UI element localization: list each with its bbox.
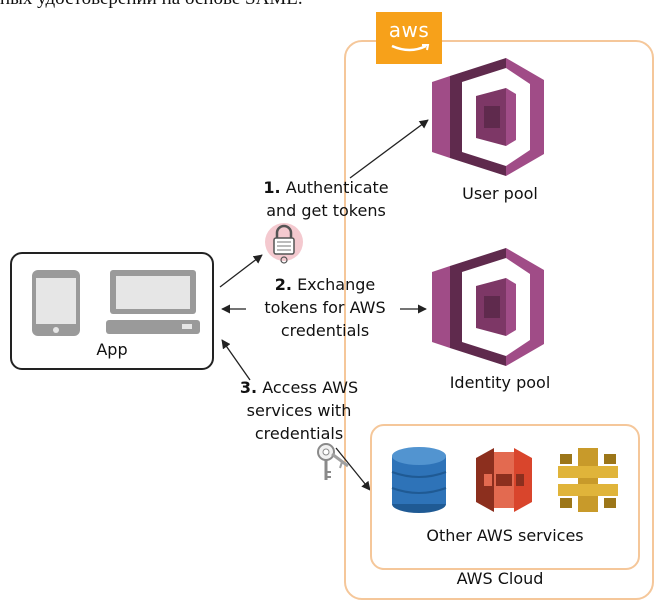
aws-smile-icon bbox=[391, 44, 430, 52]
step2-line1: Exchange bbox=[297, 275, 376, 294]
mobile-phone-icon bbox=[32, 270, 80, 336]
s3-icon bbox=[476, 448, 532, 512]
keys-icon bbox=[317, 443, 349, 480]
api-gateway-icon bbox=[558, 448, 618, 512]
page-caption-text: ных удостоверений на основе SAML. bbox=[0, 0, 303, 10]
step1-line2: and get tokens bbox=[266, 201, 386, 220]
step1-line1: Authenticate bbox=[285, 178, 389, 197]
step3-line3: credentials bbox=[254, 424, 344, 443]
other-services-label: Other AWS services bbox=[426, 526, 584, 545]
aws-logo: aws bbox=[376, 12, 442, 64]
step2-line2: tokens for AWS bbox=[264, 298, 386, 317]
arrow-step3-to-app bbox=[221, 339, 251, 381]
user-pool-label: User pool bbox=[462, 184, 538, 203]
page-caption: ных удостоверений на основе SAML. bbox=[0, 0, 655, 16]
step2-number: 2. bbox=[274, 275, 292, 294]
step3-number: 3. bbox=[239, 378, 258, 397]
arrow-step1-to-app bbox=[219, 254, 263, 288]
arrow-step3-to-services bbox=[335, 447, 371, 491]
dynamodb-icon bbox=[391, 447, 447, 513]
step3-label: 3. Access AWS services with credentials bbox=[214, 376, 384, 445]
step2-line3: credentials bbox=[280, 321, 370, 340]
identity-pool-cognito-icon bbox=[432, 248, 544, 366]
other-services-box: Other AWS services bbox=[370, 424, 640, 570]
step3-line1: Access AWS bbox=[262, 378, 359, 397]
step2-label: 2. Exchange tokens for AWS credentials bbox=[240, 273, 410, 342]
aws-logo-text: aws bbox=[388, 18, 430, 42]
step1-number: 1. bbox=[263, 178, 281, 197]
lock-icon bbox=[265, 223, 303, 264]
user-pool-cognito-icon bbox=[432, 58, 544, 176]
app-label: App bbox=[96, 340, 128, 359]
laptop-icon bbox=[106, 270, 200, 334]
step1-label: 1. Authenticate and get tokens bbox=[238, 176, 414, 222]
app-box: App bbox=[10, 252, 214, 370]
step3-line2: services with bbox=[246, 401, 352, 420]
identity-pool-label: Identity pool bbox=[449, 373, 551, 392]
arrow-step1-to-userpool bbox=[349, 119, 429, 179]
aws-cloud-label: AWS Cloud bbox=[456, 569, 544, 588]
